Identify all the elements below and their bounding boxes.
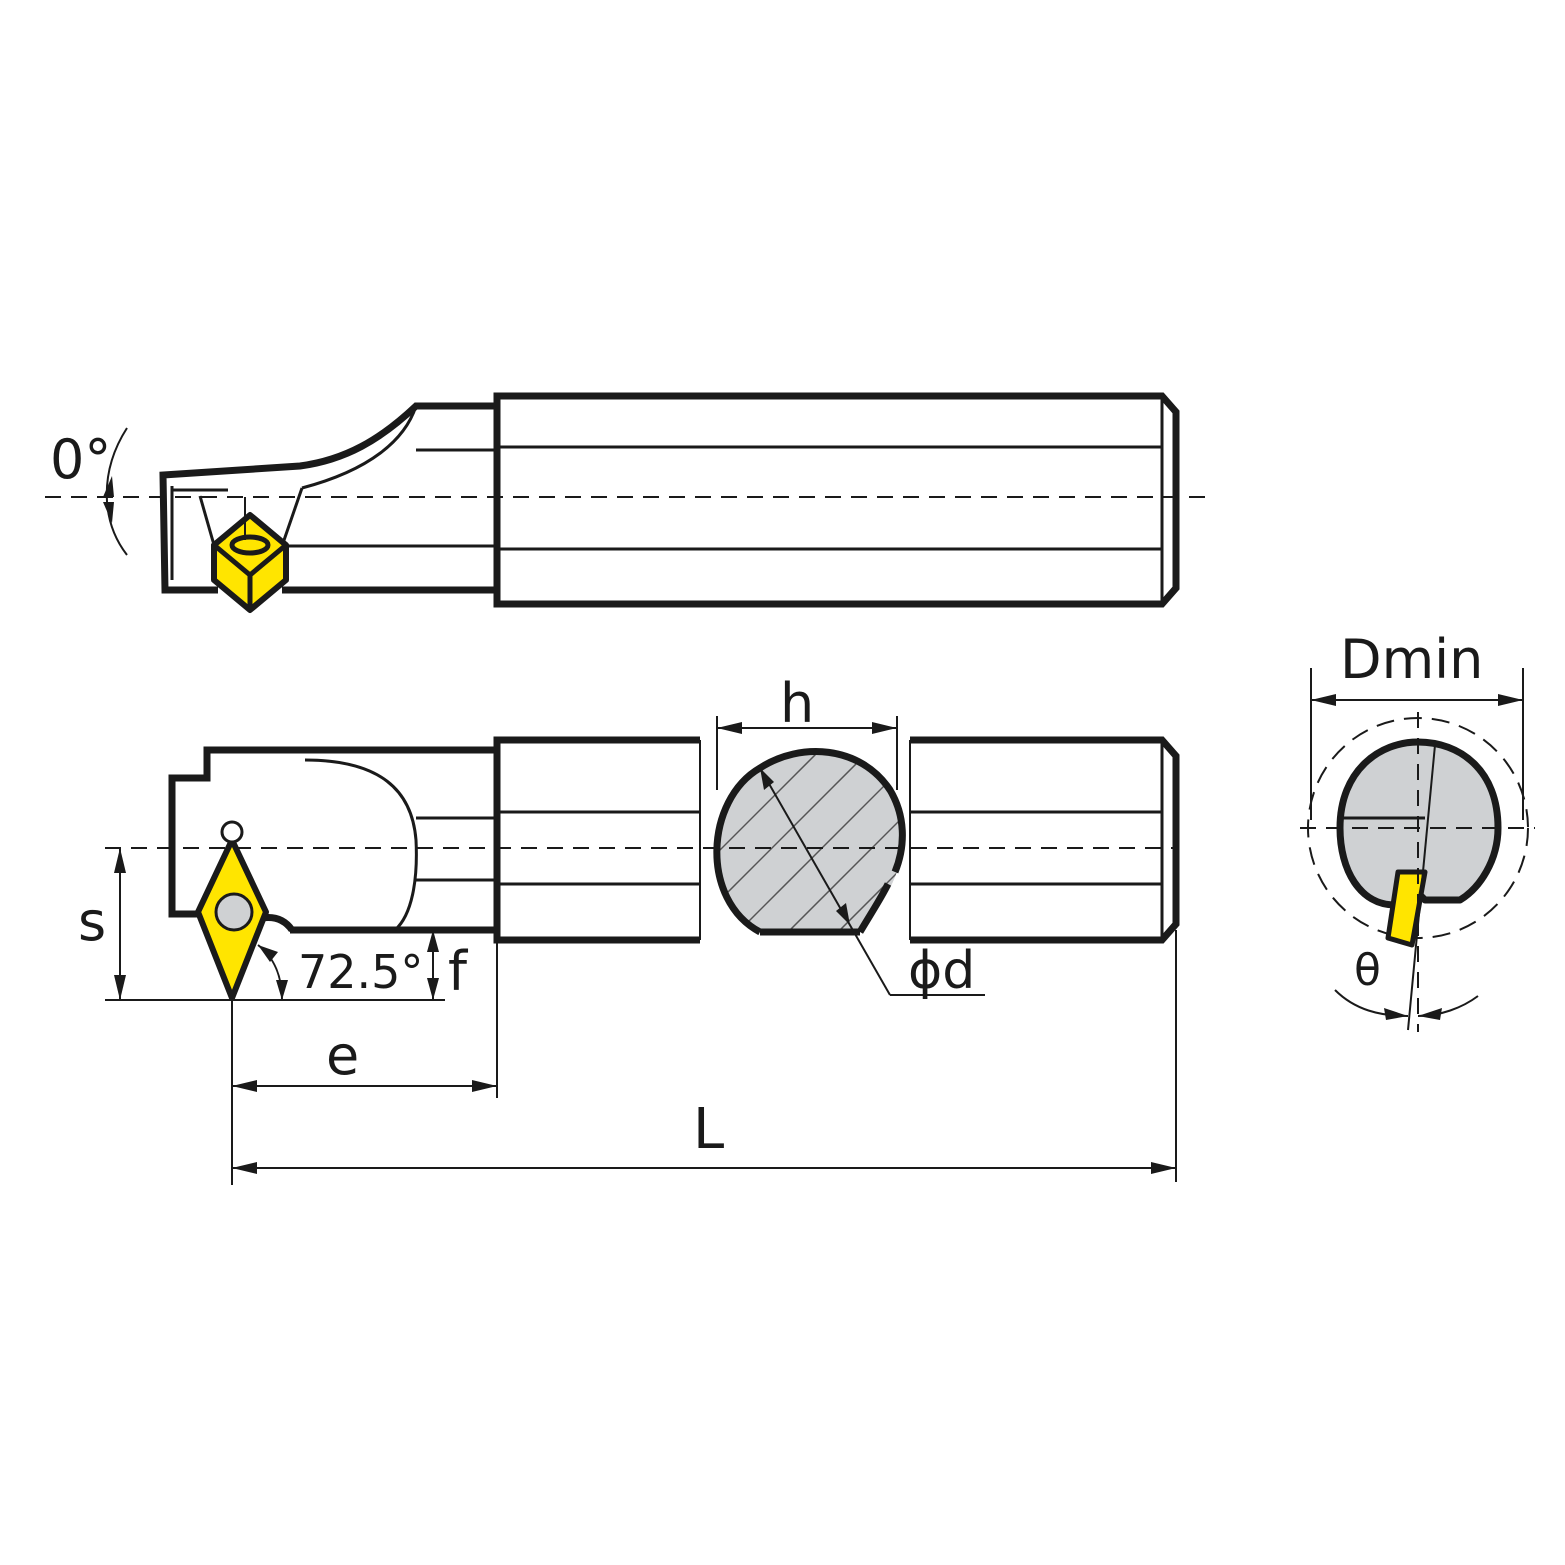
insert-angle-arrow-2	[276, 980, 288, 1000]
h-label: h	[780, 672, 814, 735]
insert-angle-arrow-1	[258, 945, 278, 962]
dmin-label: Dmin	[1340, 628, 1483, 691]
angle-arrow-down	[103, 502, 114, 523]
front-shank-right	[910, 736, 1180, 944]
top-shank-outline	[493, 392, 1180, 608]
phi-d-arrow-top	[760, 768, 774, 790]
theta-arrow-right	[1418, 1008, 1442, 1020]
top-view: 0°	[45, 392, 1210, 613]
theta-arrow-left	[1384, 1008, 1408, 1020]
end-insert	[1385, 869, 1428, 948]
phi-d-line	[759, 767, 891, 996]
L-label: L	[693, 1097, 724, 1162]
end-insert-axis	[1407, 744, 1436, 1031]
angle-top-label: 0°	[50, 428, 111, 491]
e-label: e	[326, 1024, 359, 1087]
f-label: f	[448, 940, 469, 1003]
theta-label: θ	[1354, 945, 1381, 996]
front-shank-left	[493, 736, 700, 944]
cross-section: ϕd	[713, 748, 985, 1001]
phi-d-arrow-bottom	[836, 903, 850, 925]
insert-angle-label: 72.5°	[298, 945, 423, 999]
L-arrow-right	[1151, 1162, 1176, 1174]
L-arrow-left	[232, 1162, 257, 1174]
dmin-arrow-right	[1498, 694, 1523, 706]
f-arrow-top	[427, 930, 439, 952]
top-head-edge	[280, 487, 304, 547]
top-neck-curve	[301, 405, 418, 490]
e-arrow-right	[472, 1080, 497, 1092]
h-arrow-left	[717, 722, 742, 734]
top-insert	[211, 512, 289, 613]
front-insert-pocket	[261, 914, 295, 933]
e-arrow-left	[232, 1080, 257, 1092]
top-neck-outline	[159, 402, 497, 594]
s-label: s	[78, 890, 106, 953]
angle-arrow-up	[103, 476, 114, 497]
front-insert	[195, 820, 269, 1001]
s-arrow-bottom	[114, 975, 126, 1000]
dmin-arrow-left	[1311, 694, 1336, 706]
front-view: ϕd h s f 72.5° e	[78, 672, 1180, 1185]
end-view: Dmin θ	[1300, 628, 1535, 1032]
phi-d-label: ϕd	[908, 941, 975, 1001]
front-neck-curve	[304, 758, 418, 932]
top-pocket-edge	[198, 495, 216, 546]
h-arrow-right	[872, 722, 897, 734]
s-arrow-top	[114, 848, 126, 873]
f-arrow-bottom	[427, 978, 439, 1000]
